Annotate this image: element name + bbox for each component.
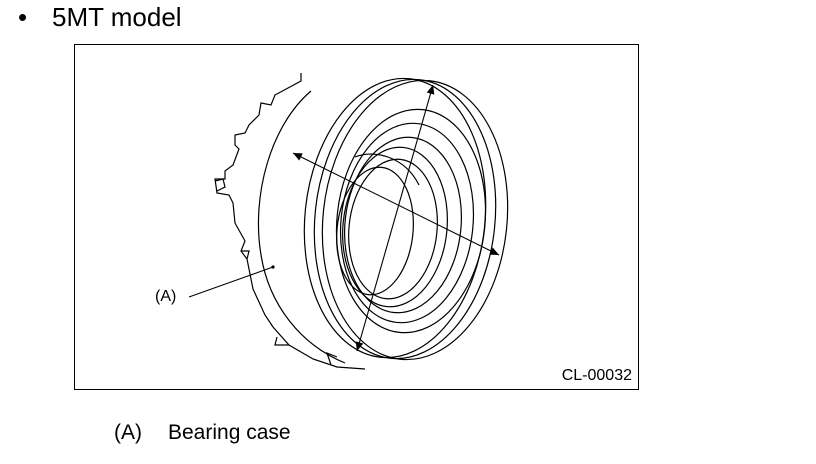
callout-leader bbox=[188, 266, 274, 298]
figure-code: CL-00032 bbox=[561, 367, 632, 384]
legend: (A) Bearing case bbox=[114, 420, 291, 446]
legend-key: (A) bbox=[114, 421, 142, 444]
bullet: • bbox=[18, 2, 28, 32]
housing-outline bbox=[214, 73, 366, 370]
legend-text: Bearing case bbox=[168, 421, 291, 444]
figure-frame: (A) CL-00032 bbox=[74, 44, 639, 390]
section-heading: • 5MT model bbox=[18, 2, 182, 32]
bearing-case-illustration bbox=[188, 73, 509, 370]
diameter-arrow-vertical bbox=[355, 84, 435, 352]
diameter-arrow-diagonal bbox=[292, 152, 500, 256]
heading-text: 5MT model bbox=[52, 2, 182, 32]
callout-label: (A) bbox=[155, 288, 177, 305]
